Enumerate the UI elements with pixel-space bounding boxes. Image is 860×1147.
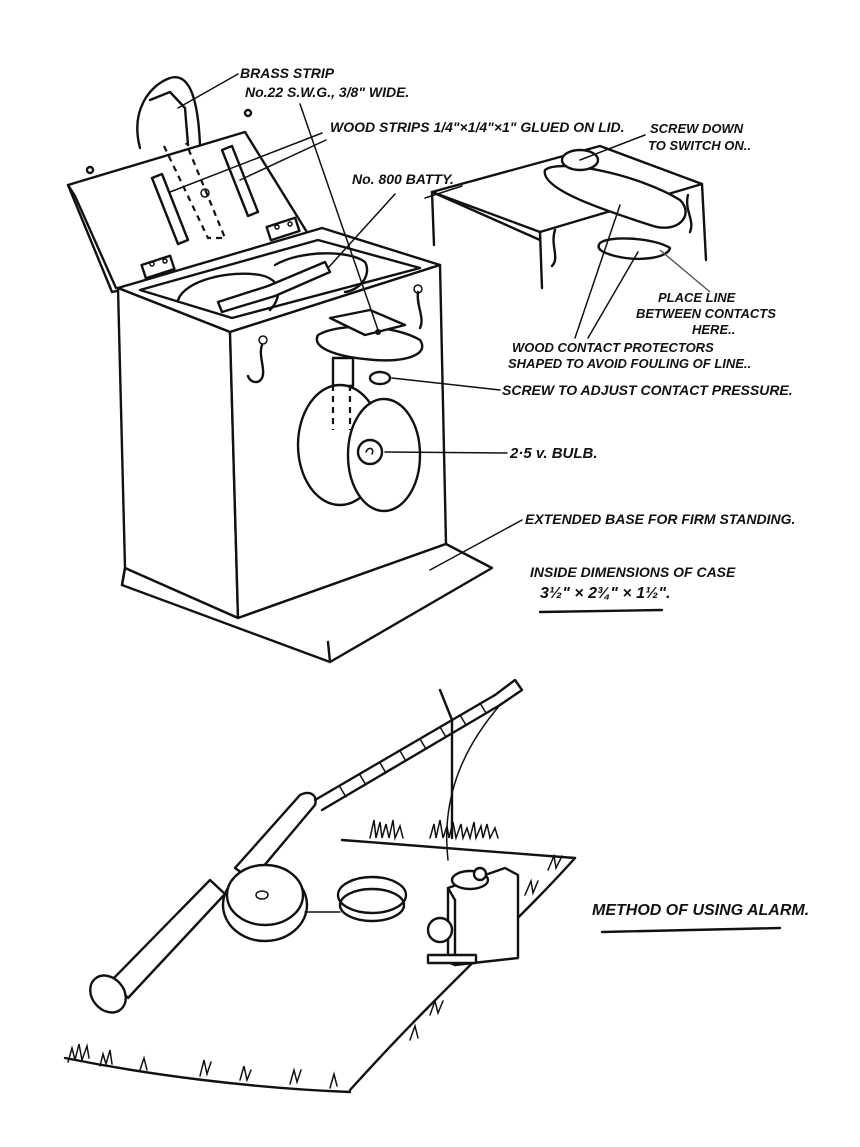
bulb-housing-front: [346, 397, 422, 513]
detail-edge-left: [430, 190, 436, 247]
grass-front: [67, 1043, 338, 1089]
detail-hook-right: [685, 193, 693, 234]
lid-edge-side: [73, 194, 118, 290]
label-dimensions-2: 3½" × 2¾" × 1½".: [540, 585, 670, 602]
labels: BRASS STRIP No.22 S.W.G., 3/8" WIDE. WOO…: [240, 65, 809, 934]
detail-contact-lower: [597, 237, 672, 261]
leader-brass-contact: [299, 103, 379, 331]
leader-protector-lower: [587, 251, 639, 339]
side-hook-right: [416, 290, 423, 330]
fishing-line: [446, 704, 501, 861]
case-top-inner: [138, 238, 422, 320]
battery-cell-right: [273, 252, 369, 294]
label-adjust-screw: SCREW TO ADJUST CONTACT PRESSURE.: [502, 382, 793, 398]
leader-place-line: [659, 249, 711, 293]
contact-rivet: [375, 329, 381, 335]
label-brass-strip-2: No.22 S.W.G., 3/8" WIDE.: [245, 84, 409, 100]
scene-alarm-base: [426, 953, 478, 965]
label-battery: No. 800 BATTY.: [352, 171, 454, 187]
label-protectors-1: WOOD CONTACT PROTECTORS: [512, 340, 714, 355]
label-screw-down-1: SCREW DOWN: [650, 121, 744, 136]
side-hook-left: [246, 343, 265, 384]
label-base: EXTENDED BASE FOR FIRM STANDING.: [525, 511, 795, 527]
label-dimensions-1: INSIDE DIMENSIONS OF CASE: [530, 564, 736, 580]
hinge-left: [140, 254, 176, 280]
rod-handle: [233, 791, 317, 882]
wood-strip-right: [220, 144, 260, 218]
brass-contact: [328, 308, 407, 337]
brass-strip-inner: [148, 90, 190, 147]
rod-butt-cap: [89, 974, 127, 1014]
leader-base: [429, 519, 523, 571]
leader-screw-down: [579, 134, 646, 161]
leader-battery: [327, 193, 396, 269]
rod-butt: [110, 878, 227, 1000]
line-coil-top: [336, 875, 408, 915]
dimensions-underline: [538, 608, 664, 614]
battery-strap: [216, 260, 332, 314]
detail-edge-right: [700, 182, 708, 262]
usage-scene-drawing: [63, 678, 577, 1094]
detail-edge-mid: [538, 230, 544, 290]
leader-adjust-screw: [391, 377, 501, 391]
reel-face: [225, 863, 305, 927]
adjust-screw: [368, 370, 392, 386]
scene-alarm-edge: [446, 886, 457, 902]
wood-strip-left: [150, 172, 190, 246]
leader-lines: [169, 73, 711, 571]
grass-back: [369, 819, 499, 841]
brass-strip-dashed: [163, 142, 227, 240]
leader-battery-detail: [424, 185, 463, 199]
lid-contact-screw: [200, 188, 210, 198]
reel-spindle: [255, 890, 269, 900]
label-protectors-2: SHAPED TO AVOID FOULING OF LINE..: [508, 356, 751, 371]
label-place-line-2: BETWEEN CONTACTS: [636, 306, 776, 321]
label-wood-strips: WOOD STRIPS 1/4"×1/4"×1" GLUED ON LID.: [330, 119, 625, 135]
ground-back-edge: [340, 838, 577, 860]
detail-contact-upper: [543, 164, 687, 229]
label-place-line-1: PLACE LINE: [658, 290, 736, 305]
leader-wood-strip-left: [169, 132, 323, 193]
leader-bulb: [384, 451, 508, 454]
leader-protector-upper: [574, 204, 621, 339]
brass-strip-loop: [136, 76, 202, 150]
hook-eye-right: [413, 284, 423, 294]
rod-shaft: [313, 693, 502, 812]
bulb-filament: [365, 447, 374, 455]
scene-alarm-knob: [472, 866, 488, 882]
detail-edge-front: [430, 190, 542, 242]
rod-rings: [339, 702, 487, 798]
battery-cell-left: [176, 272, 280, 312]
label-bulb: 2·5 v. BULB.: [509, 445, 598, 462]
wire-dashed: [331, 385, 352, 430]
detail-hook-left: [550, 228, 557, 268]
ground-front-edge: [63, 1056, 352, 1094]
lid-hook-eye-right: [243, 108, 253, 118]
rod-rest-stick: [438, 688, 454, 840]
alarm-case-drawing: [66, 76, 494, 664]
base-edge: [120, 566, 127, 587]
label-screw-down-2: TO SWITCH ON..: [648, 138, 751, 153]
method-underline: [600, 926, 782, 934]
case-front: [116, 286, 240, 620]
bulb: [356, 438, 384, 466]
hinge-right: [265, 216, 301, 242]
label-brass-strip-1: BRASS STRIP: [240, 65, 335, 81]
lid-hook-eye-left: [85, 165, 95, 175]
line-coil-bottom: [338, 887, 406, 923]
label-method: METHOD OF USING ALARM.: [592, 902, 809, 919]
leader-brass-strip: [177, 73, 239, 109]
switch-detail-drawing: [430, 144, 708, 290]
base-front-edge: [326, 640, 332, 664]
rod-tip: [493, 678, 524, 707]
label-place-line-3: HERE..: [692, 322, 735, 337]
switch-bracket: [331, 356, 355, 388]
lid-edge: [66, 183, 77, 198]
scene-alarm-bulb: [426, 916, 454, 944]
leader-wood-strip-right: [239, 139, 327, 181]
hook-eye: [258, 335, 268, 345]
